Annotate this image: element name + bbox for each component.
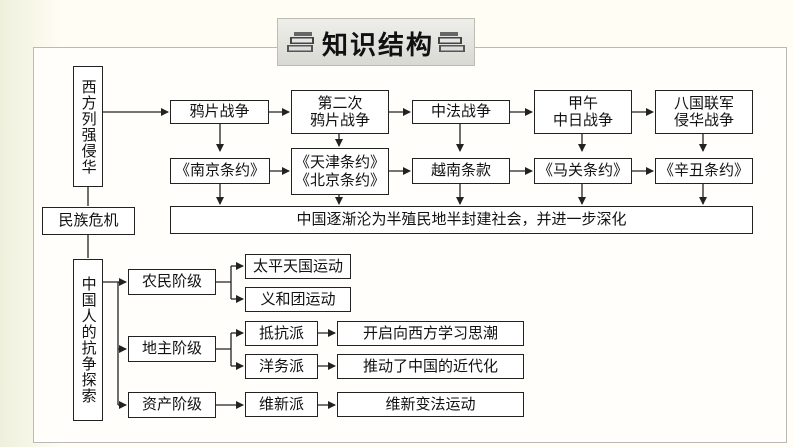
- node-west-invasion: 西方列强侵华: [73, 66, 103, 187]
- books-icon: [287, 32, 314, 52]
- node-class-landlord: 地主阶级: [128, 336, 216, 362]
- node-class-peasant: 农民阶级: [128, 269, 216, 295]
- node-westernization-faction: 洋务派: [245, 354, 318, 379]
- diagram-title: 知识结构: [322, 31, 435, 61]
- node-effect-modernization: 推动了中国的近代化: [337, 354, 524, 379]
- node-war-opium: 鸦片战争: [170, 100, 269, 124]
- node-taiping: 太平天国运动: [245, 254, 351, 279]
- node-national-crisis: 民族危机: [42, 207, 135, 235]
- node-treaty-boxer: 《辛丑条约》: [655, 158, 753, 184]
- node-effect-west-learning: 开启向西方学习思潮: [337, 321, 524, 346]
- node-result: 中国逐渐沦为半殖民地半封建社会，并进一步深化: [170, 206, 753, 234]
- node-war-eight-nation: 八国联军 侵华战争: [655, 90, 753, 134]
- node-reform-movement: 维新变法运动: [337, 392, 524, 417]
- node-treaty-nanjing: 《南京条约》: [170, 158, 270, 184]
- node-resistance-faction: 抵抗派: [245, 321, 318, 346]
- node-war-sino-french: 中法战争: [412, 100, 510, 124]
- node-war-sino-japanese: 甲午 中日战争: [534, 90, 632, 134]
- node-treaty-tianjin-beijing: 《天津条约》 《北京条约》: [291, 148, 389, 195]
- node-chinese-resistance: 中国人的抗争探索: [73, 259, 103, 421]
- node-treaty-shimonoseki: 《马关条约》: [534, 158, 632, 184]
- node-reform-faction: 维新派: [245, 392, 318, 417]
- node-treaty-vietnam: 越南条款: [412, 158, 510, 184]
- title-banner: 知识结构: [277, 18, 475, 66]
- books-icon: [438, 32, 465, 52]
- node-war-second-opium: 第二次 鸦片战争: [291, 90, 389, 134]
- node-boxer: 义和团运动: [245, 287, 351, 312]
- node-class-bourgeois: 资产阶级: [128, 392, 216, 418]
